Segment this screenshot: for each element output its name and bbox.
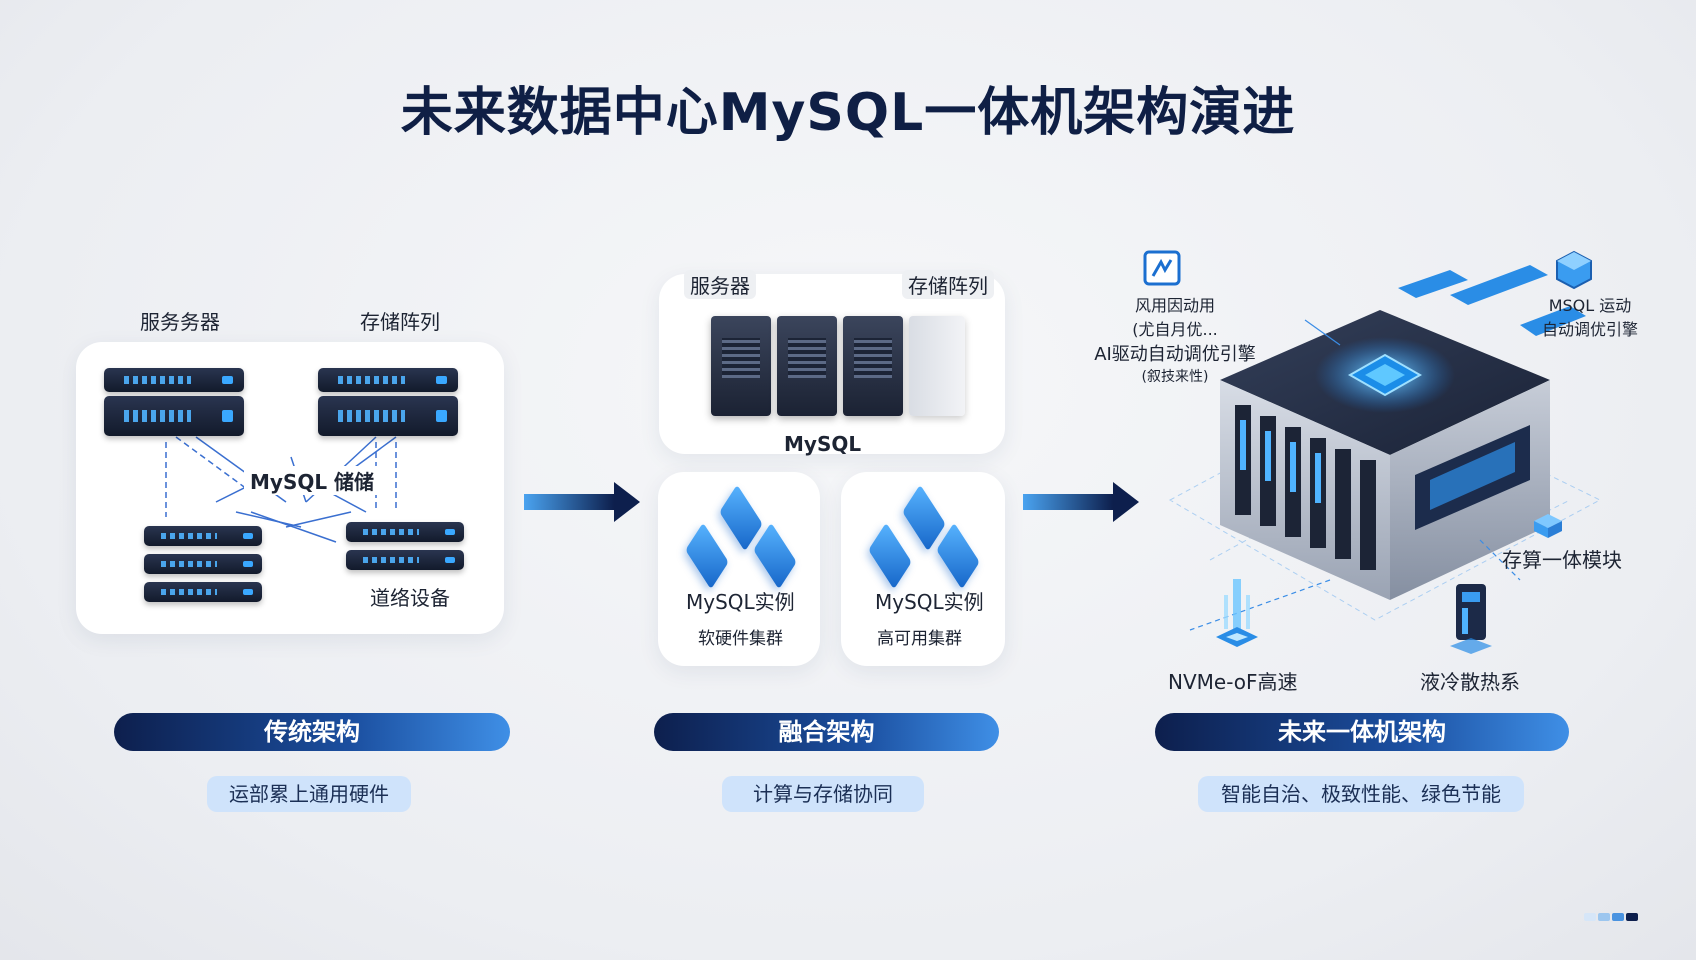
ai-callout: 风用因动用 (尤自月优... AI驱动自动调优引擎 (叙技来性) (1090, 292, 1260, 386)
traditional-server-label: 服务务器 (140, 310, 220, 334)
ai-callout-line-3: AI驱动自动调优引擎 (1094, 344, 1256, 365)
cooling-icon (1450, 584, 1492, 654)
stage-future: 未来一体机架构 (1155, 713, 1569, 751)
ai-callout-line-1: 风用因动用 (1134, 296, 1215, 315)
cooling-label: 液冷散热系 (1420, 670, 1520, 694)
ai-engine-icon (1143, 250, 1181, 286)
converged-server-label: 服务器 (684, 270, 756, 299)
right-callout: MSQL 运动 自动调优引擎 (1520, 292, 1660, 340)
instance-card-1: MySQL实例 软硬件集群 (658, 472, 820, 666)
network-unit (346, 522, 464, 542)
instance-1-title: MySQL实例 (686, 590, 795, 614)
future-illustration (1168, 265, 1602, 631)
instance-2-title: MySQL实例 (875, 590, 984, 614)
converged-storage-label: 存储阵列 (902, 270, 994, 299)
converged-top-card (659, 274, 1005, 454)
traditional-card: MySQL 储储 道络设备 (76, 342, 504, 634)
network-unit (144, 582, 262, 602)
traditional-storage-label: 存储阵列 (360, 310, 440, 334)
stage-traditional: 传统架构 (114, 713, 510, 751)
network-unit (346, 550, 464, 570)
server-cabinet (843, 316, 903, 416)
instance-2-sub: 高可用集群 (877, 629, 962, 649)
cube-icon (685, 522, 729, 590)
storage-module-icon (1534, 514, 1562, 538)
arrow-right-icon (524, 482, 640, 522)
module-label: 存算一体模块 (1502, 548, 1622, 572)
right-callout-line-2: 自动调优引擎 (1541, 320, 1638, 339)
server-unit (104, 368, 244, 392)
cube-icon (936, 522, 980, 590)
network-unit (144, 554, 262, 574)
traditional-desc: 运部累上通用硬件 (207, 776, 411, 812)
stage-converged: 融合架构 (654, 713, 999, 751)
traditional-mysql-label: MySQL 储储 (244, 466, 381, 495)
converged-desc: 计算与存储协同 (722, 776, 924, 812)
arrow-right-icon (1023, 482, 1139, 522)
page-title: 未来数据中心MySQL一体机架构演进 (400, 83, 1296, 143)
storage-unit (318, 396, 458, 436)
ai-callout-line-4: (叙技来性) (1141, 369, 1209, 385)
cube-icon (753, 522, 797, 590)
cube-icon (868, 522, 912, 590)
traditional-network-label: 道络设备 (370, 586, 450, 610)
server-cabinet (777, 316, 837, 416)
converged-mysql-label: MySQL (784, 432, 862, 456)
network-unit (144, 526, 262, 546)
ai-callout-line-2: (尤自月优... (1132, 320, 1218, 339)
instance-card-2: MySQL实例 高可用集群 (841, 472, 1005, 666)
cube-icon (902, 484, 946, 552)
future-desc: 智能自治、极致性能、绿色节能 (1198, 776, 1524, 812)
storage-cabinet (909, 316, 965, 416)
server-unit (104, 396, 244, 436)
right-callout-line-1: MSQL 运动 (1548, 296, 1632, 315)
server-cabinet (711, 316, 771, 416)
instance-1-sub: 软硬件集群 (698, 629, 783, 649)
cube-icon (1556, 250, 1592, 290)
pagination-dots (1582, 906, 1638, 925)
nvme-icon (1216, 579, 1258, 647)
cube-icon (719, 484, 763, 552)
storage-unit (318, 368, 458, 392)
nvme-label: NVMe-oF高速 (1168, 670, 1298, 694)
